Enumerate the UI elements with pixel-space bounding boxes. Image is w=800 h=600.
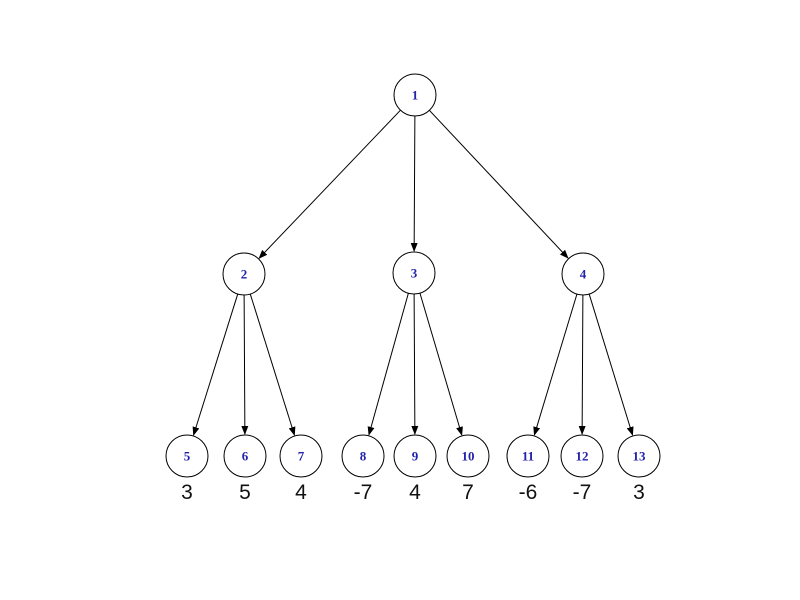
node-label-8: 8 — [360, 449, 367, 464]
tree-node-2 — [222, 252, 266, 296]
tree-edge-4-13 — [588, 293, 634, 436]
tree-node-1 — [393, 73, 437, 117]
node-label-6: 6 — [242, 449, 249, 464]
tree-node-3 — [392, 251, 436, 295]
tree-node-9 — [393, 434, 437, 478]
leaf-value-5: 3 — [181, 481, 193, 504]
node-label-12: 12 — [576, 449, 589, 464]
tree-edge-1-4 — [429, 109, 569, 259]
node-label-4: 4 — [580, 267, 587, 282]
node-label-10: 10 — [462, 449, 475, 464]
tree-node-6 — [223, 434, 267, 478]
tree-edge-3-9 — [411, 293, 419, 436]
tree-node-11 — [506, 434, 550, 478]
tree-edge-1-2 — [258, 109, 401, 259]
tree-node-5 — [165, 434, 209, 478]
leaf-value-12: -7 — [573, 481, 592, 504]
node-label-11: 11 — [522, 449, 534, 464]
node-label-13: 13 — [633, 449, 647, 464]
tree-edge-2-6 — [241, 294, 249, 436]
tree-edge-4-12 — [578, 294, 586, 436]
tree-node-13 — [617, 434, 661, 478]
tree-edge-2-5 — [192, 293, 239, 436]
tree-node-10 — [446, 434, 490, 478]
node-label-5: 5 — [184, 449, 191, 464]
leaf-value-10: 7 — [462, 481, 474, 504]
leaf-value-8: -7 — [354, 481, 373, 504]
leaf-value-7: 4 — [295, 481, 307, 504]
tree-edge-3-8 — [367, 293, 409, 436]
tree-node-12 — [560, 434, 604, 478]
leaf-value-9: 4 — [409, 481, 421, 504]
node-label-1: 1 — [412, 88, 419, 103]
tree-node-8 — [341, 434, 385, 478]
tree-edge-3-10 — [419, 292, 463, 436]
node-label-7: 7 — [298, 449, 305, 464]
node-label-3: 3 — [411, 266, 418, 281]
node-label-2: 2 — [241, 267, 248, 282]
node-label-9: 9 — [412, 449, 419, 464]
leaf-value-11: -6 — [519, 481, 538, 504]
leaf-value-13: 3 — [633, 481, 645, 504]
tree-edge-2-7 — [249, 293, 296, 436]
tree-edge-4-11 — [533, 293, 578, 436]
leaf-value-6: 5 — [239, 481, 251, 504]
tree-node-4 — [561, 252, 605, 296]
tree-node-7 — [279, 434, 323, 478]
tree-edge-1-3 — [410, 115, 418, 253]
